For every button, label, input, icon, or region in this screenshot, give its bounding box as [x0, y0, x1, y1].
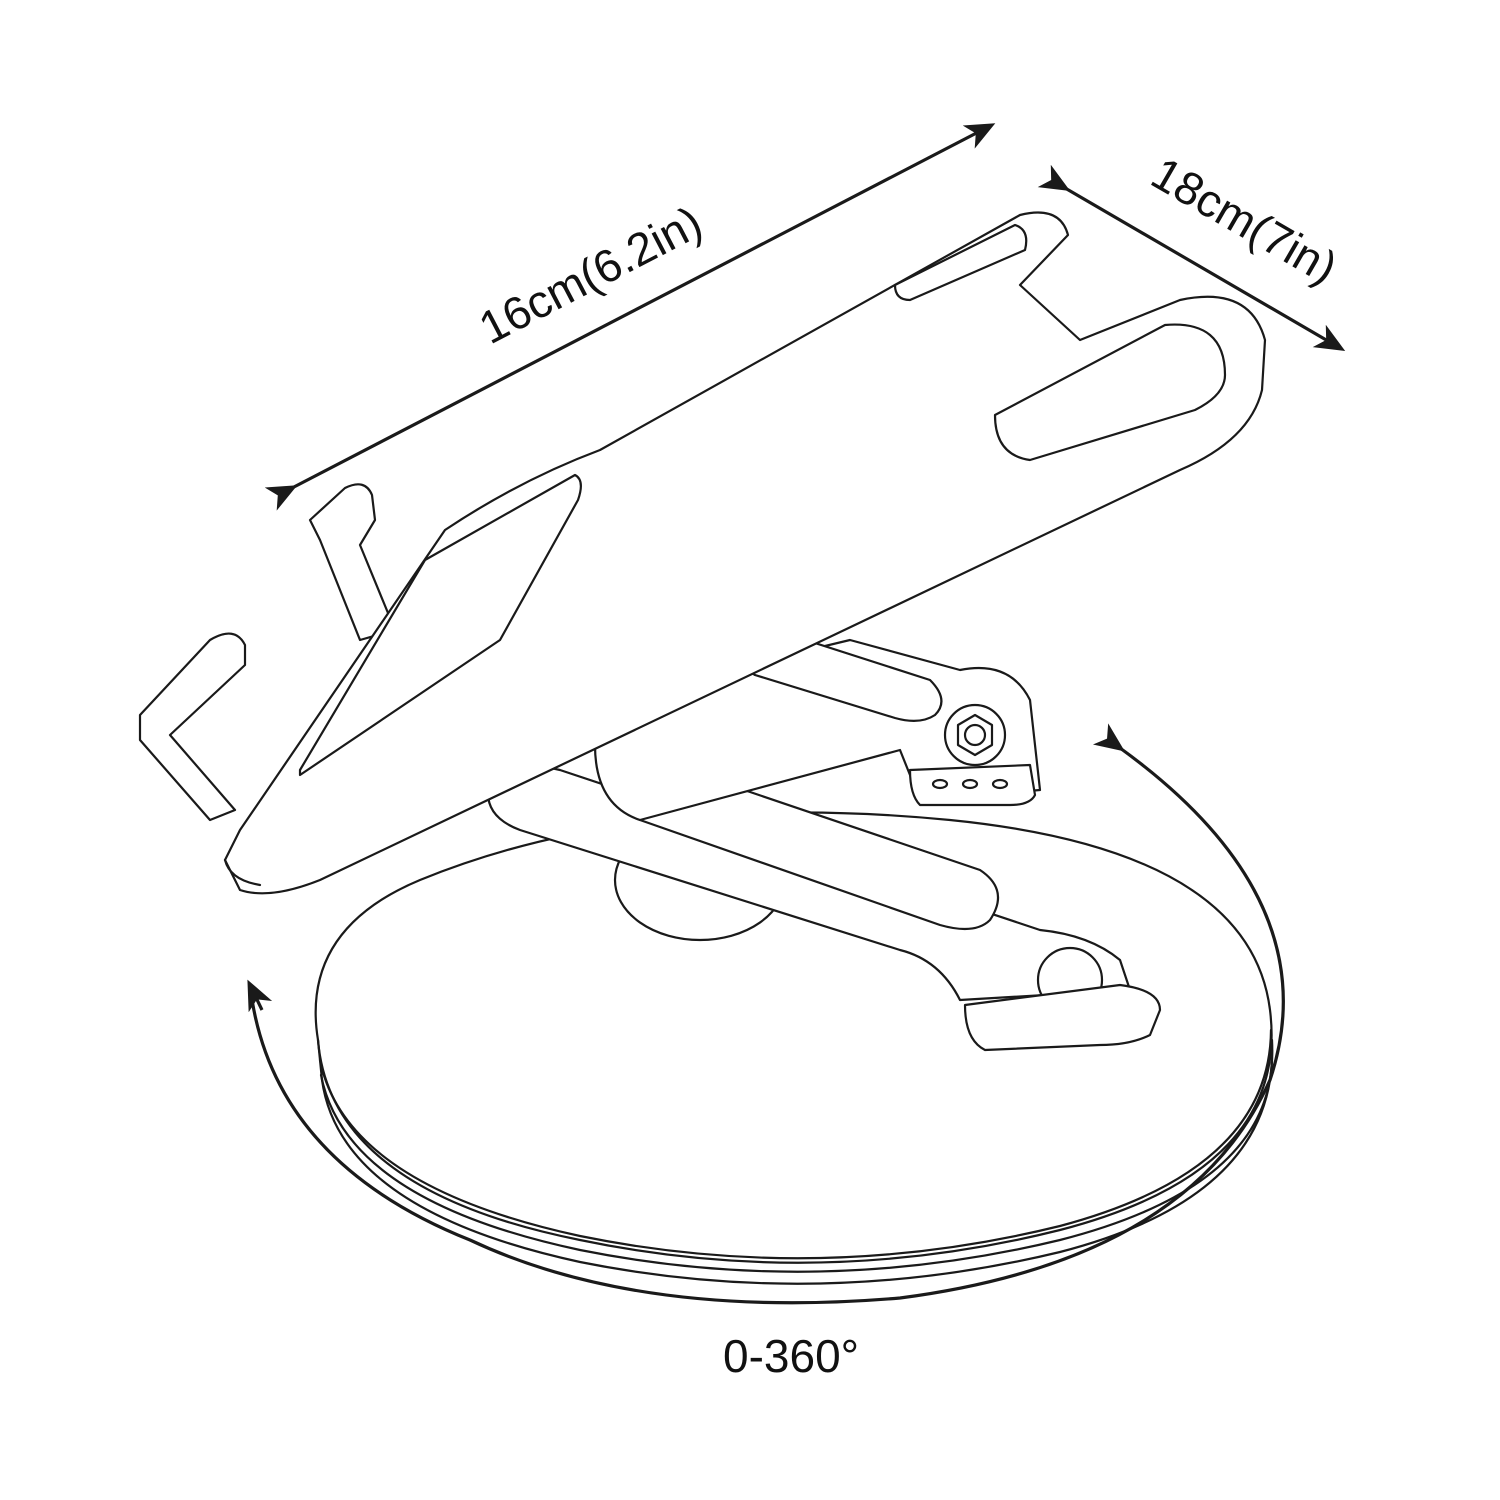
width-dimension-arrow: [1037, 164, 1346, 352]
length-label: 16cm(6.2in): [471, 196, 710, 354]
rotation-arrowhead-left: [247, 979, 273, 1013]
lip-front: [138, 632, 247, 822]
base-clamp: [963, 983, 1162, 1052]
adjust-plate: [908, 763, 1037, 807]
length-dimension-arrow: [264, 123, 996, 511]
rotation-label: 0-360°: [723, 1330, 859, 1382]
bolt: [963, 723, 987, 747]
lip-back: [308, 483, 397, 642]
width-label: 18cm(7in): [1143, 147, 1346, 294]
base-disc: [314, 811, 1274, 1285]
rotation-arc-arrow: [248, 723, 1285, 1305]
